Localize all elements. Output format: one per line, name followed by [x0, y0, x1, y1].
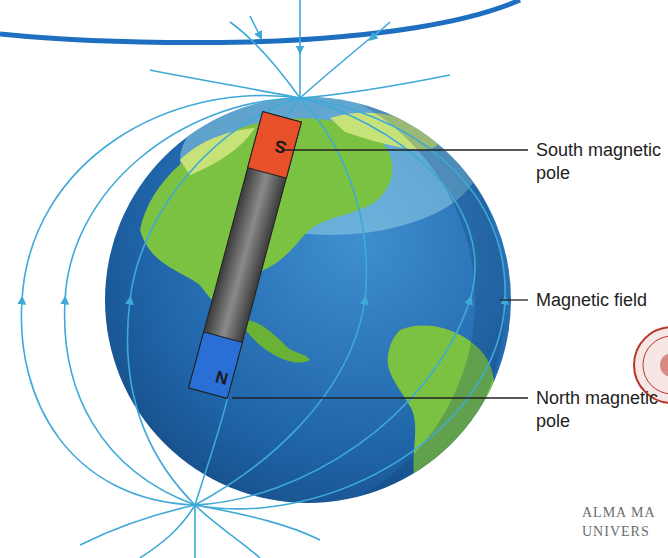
- bar-magnet: [189, 112, 302, 399]
- logo-text: UNIVERS: [582, 524, 650, 540]
- field-lines: [21, 0, 505, 558]
- leader-lines: [232, 150, 528, 398]
- field-label: Magnetic field: [536, 289, 664, 312]
- header-band-line: [0, 0, 520, 43]
- logo-text: ALMA MA: [582, 505, 656, 521]
- pole-label: South magnetic pole: [536, 139, 664, 185]
- header-band: [0, 0, 520, 43]
- pole-label: North magnetic pole: [536, 387, 664, 433]
- continents: [10, 60, 494, 540]
